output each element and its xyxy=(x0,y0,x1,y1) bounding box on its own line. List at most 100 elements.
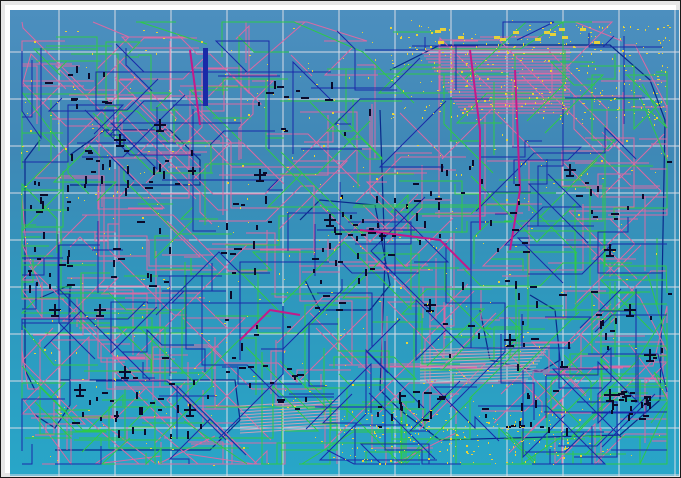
silk-dot xyxy=(375,450,376,451)
pad xyxy=(200,424,202,429)
silk-dot xyxy=(441,442,442,443)
silk-dot xyxy=(95,319,96,320)
silk-dot xyxy=(325,385,327,386)
silk-dot xyxy=(350,380,352,381)
silk-dot xyxy=(665,111,666,112)
silk-dot xyxy=(523,43,524,45)
silk-dot xyxy=(442,100,443,101)
silk-dot xyxy=(392,60,393,61)
pad xyxy=(339,302,346,304)
silk-dot xyxy=(376,425,377,427)
pad xyxy=(68,74,73,76)
bottom-trace xyxy=(42,424,115,465)
pad xyxy=(530,286,537,288)
silk-dot xyxy=(407,53,408,55)
pad xyxy=(96,160,100,162)
silk-dot xyxy=(533,47,535,48)
silk-dot xyxy=(434,62,435,64)
silk-dot xyxy=(208,340,210,341)
silk-dot xyxy=(435,41,436,42)
silk-dot xyxy=(521,106,523,107)
silk-dot xyxy=(467,80,468,82)
pad xyxy=(602,320,604,326)
silk-dot xyxy=(367,459,368,460)
pad xyxy=(443,323,448,325)
pad xyxy=(521,403,523,411)
pad xyxy=(153,167,155,175)
bottom-trace xyxy=(266,133,361,187)
bottom-trace xyxy=(161,193,213,225)
bottom-trace xyxy=(166,381,211,443)
silk-dot xyxy=(446,273,447,274)
pad xyxy=(331,82,333,89)
inner-trace xyxy=(449,97,483,142)
bottom-trace xyxy=(69,236,95,252)
pad xyxy=(239,367,246,369)
silk-dot xyxy=(426,430,427,431)
silk-dot xyxy=(157,204,158,205)
silk-dot xyxy=(506,139,508,141)
top-trace xyxy=(22,234,70,324)
silk-dot xyxy=(115,379,116,381)
silk-dot xyxy=(143,30,145,31)
silk-dot xyxy=(399,451,400,453)
silk-dot xyxy=(595,68,596,69)
top-trace xyxy=(158,275,222,376)
silk-dot xyxy=(535,88,536,89)
silk-dot xyxy=(238,281,239,282)
silk-dot xyxy=(176,167,177,169)
top-trace xyxy=(527,105,594,227)
silk-dot xyxy=(558,43,560,44)
silk-label xyxy=(580,28,586,31)
pad xyxy=(248,366,254,368)
silk-dot xyxy=(370,425,371,426)
silk-dot xyxy=(95,194,97,195)
silk-dot xyxy=(642,117,643,118)
silk-dot xyxy=(344,329,345,330)
pad xyxy=(30,205,32,209)
inner-trace xyxy=(599,279,667,333)
silk-dot xyxy=(404,108,405,109)
silk-dot xyxy=(145,380,146,381)
silk-dot xyxy=(550,424,551,425)
pad xyxy=(401,406,403,411)
silk-dot xyxy=(264,107,265,108)
silk-dot xyxy=(406,342,408,344)
silk-dot xyxy=(355,428,356,429)
pad xyxy=(36,282,38,286)
silk-dot xyxy=(527,332,529,333)
silk-dot xyxy=(512,462,513,463)
pcb-layout-canvas[interactable] xyxy=(10,10,679,476)
top-trace xyxy=(22,283,37,310)
silk-dot xyxy=(437,90,439,91)
pad xyxy=(132,427,134,434)
silk-dot xyxy=(242,165,244,167)
silk-dot xyxy=(148,197,149,198)
bus-line xyxy=(239,411,341,419)
pad xyxy=(175,183,180,185)
inner-trace xyxy=(221,21,415,104)
pad xyxy=(241,343,243,351)
silk-dot xyxy=(567,439,568,441)
top-trace xyxy=(432,386,500,442)
silk-dot xyxy=(392,240,393,241)
highlight-net-segment xyxy=(469,49,481,230)
silk-dot xyxy=(248,114,250,116)
silk-dot xyxy=(249,55,251,56)
inner-trace xyxy=(333,356,418,380)
silk-dot xyxy=(593,305,595,306)
silk-dot xyxy=(312,70,313,72)
silk-dot xyxy=(166,413,167,414)
pad xyxy=(423,419,429,421)
silk-dot xyxy=(455,430,456,431)
silk-dot xyxy=(616,117,617,118)
inner-trace xyxy=(245,346,487,430)
silk-dot xyxy=(490,104,492,105)
silk-dot xyxy=(476,46,477,48)
silk-dot xyxy=(506,385,507,386)
silk-dot xyxy=(365,413,366,414)
pad xyxy=(358,278,360,284)
silk-dot xyxy=(440,103,442,104)
silk-dot xyxy=(362,248,363,249)
bottom-trace xyxy=(439,312,517,369)
